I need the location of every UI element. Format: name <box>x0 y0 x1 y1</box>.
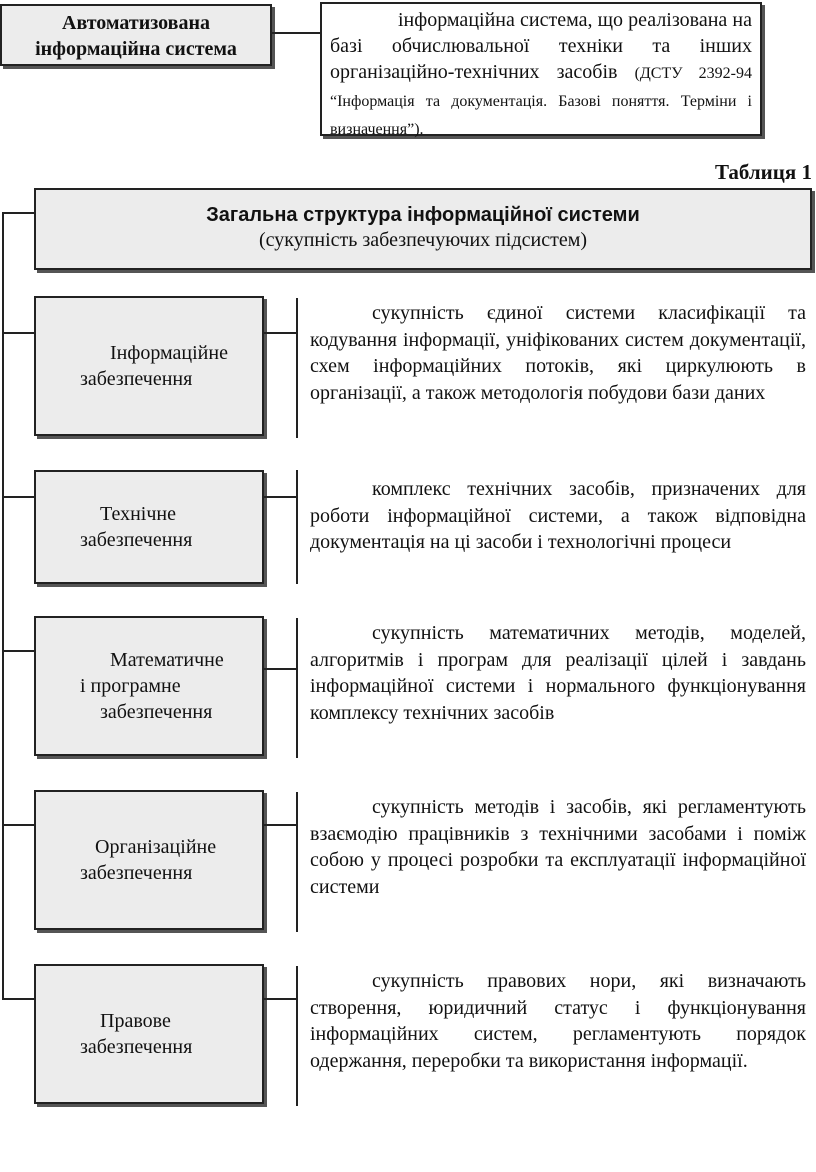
trunk-stub <box>2 824 34 826</box>
subsystem-connector <box>264 332 298 334</box>
table-label: Таблиця 1 <box>714 160 812 184</box>
trunk-stub-header <box>2 212 34 214</box>
trunk-line <box>2 212 4 999</box>
subsystem-description: сукупність єдиної системи класифікації т… <box>310 302 806 404</box>
subsystem-connector <box>264 998 298 1000</box>
description-bracket <box>296 966 298 1106</box>
term-connector-line <box>272 32 320 34</box>
trunk-stub <box>2 496 34 498</box>
term-box: Автоматизована інформаційна система <box>0 4 272 66</box>
subsystem-box: Правове забезпечення <box>34 964 264 1104</box>
subsystem-name: Технічне забезпечення <box>80 503 193 551</box>
subsystem-connector <box>264 668 298 670</box>
structure-title: Загальна структура інформаційної системи <box>206 204 640 226</box>
definition-source: (ДСТУ 2392-94 “Інформація та документаці… <box>330 65 753 138</box>
subsystem-description: сукупність методів і засобів, які реглам… <box>310 796 806 898</box>
subsystem-box: Інформаційне забезпечення <box>34 296 264 436</box>
subsystem-name: Математичне і програмне забезпечення <box>80 649 224 723</box>
description-bracket <box>296 618 298 758</box>
subsystem-name: Інформаційне забезпечення <box>80 342 228 390</box>
structure-subtitle: (сукупність забезпечуючих підсистем) <box>258 229 588 251</box>
description-bracket <box>296 470 298 584</box>
term-text: Автоматизована інформаційна система <box>35 12 237 60</box>
subsystem-name: Організаційне забезпечення <box>80 836 217 884</box>
trunk-stub <box>2 998 34 1000</box>
trunk-stub <box>2 332 34 334</box>
description-bracket <box>296 792 298 932</box>
definition-text: інформаційна система, що реалізована на … <box>330 9 752 83</box>
subsystem-description: сукупність правових нори, які визначають… <box>310 970 806 1072</box>
subsystem-box: Організаційне забезпечення <box>34 790 264 930</box>
subsystem-name: Правове забезпечення <box>80 1010 193 1058</box>
trunk-stub <box>2 650 34 652</box>
subsystem-connector <box>264 824 298 826</box>
structure-header-box: Загальна структура інформаційної системи… <box>34 188 812 270</box>
definition-box: інформаційна система, що реалізована на … <box>320 2 762 138</box>
subsystem-description: комплекс технічних засобів, призначених … <box>310 478 806 553</box>
subsystem-box: Математичне і програмне забезпечення <box>34 616 264 756</box>
subsystem-connector <box>264 496 298 498</box>
subsystem-box: Технічне забезпечення <box>34 470 264 584</box>
subsystem-description: сукупність математичних методів, моделей… <box>310 622 806 724</box>
description-bracket <box>296 298 298 438</box>
